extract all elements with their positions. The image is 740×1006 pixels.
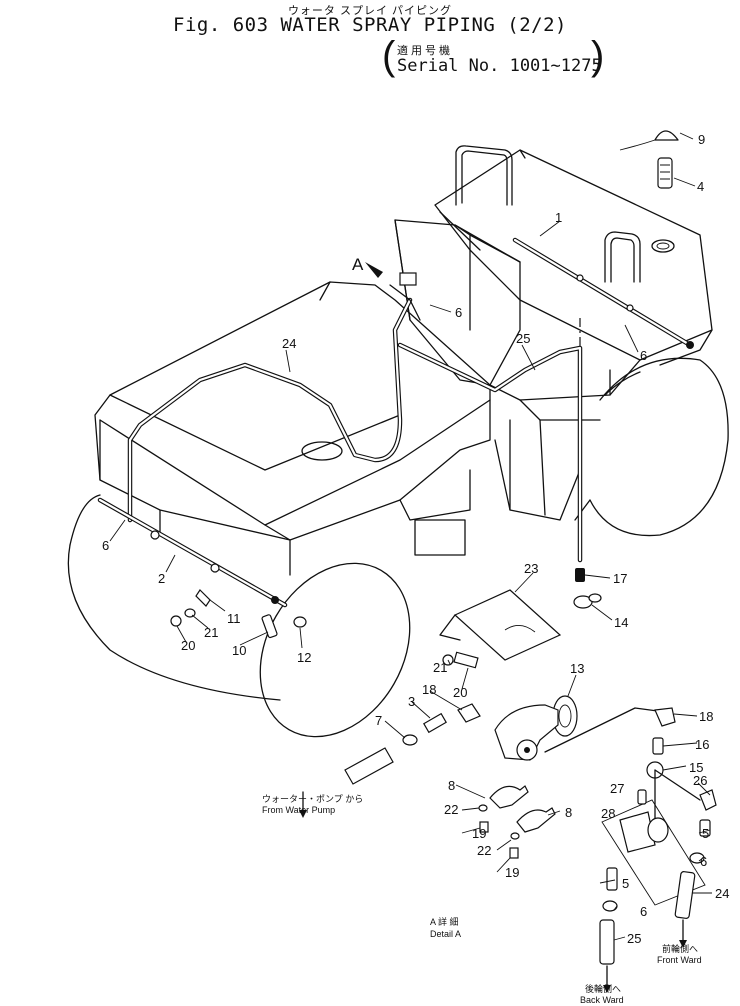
callout-19a: 19 [472, 826, 486, 841]
figure-title: Fig. 603 WATER SPRAY PIPING (2/2) [173, 14, 567, 36]
nozzle-clip-14 [573, 593, 602, 609]
spray-pipe-24 [127, 297, 413, 523]
back-ward-label: Back Ward [580, 995, 624, 1005]
bracket-23 [439, 589, 562, 661]
callout-8b: 8 [565, 805, 572, 820]
front-ward-label-japanese: 前輪側へ [662, 943, 698, 954]
serial-label-japanese: 適用号機 [397, 45, 453, 57]
tank-cap [619, 130, 679, 151]
center-console [394, 219, 611, 521]
callout-10: 10 [232, 643, 246, 658]
callout-6a: 6 [455, 305, 462, 320]
rear-roller [574, 357, 729, 537]
rear-handrails [455, 145, 641, 283]
front-roller [67, 494, 466, 738]
from-pump-label-japanese: ウォーター・ポンプ から [262, 794, 363, 804]
nozzle-17 [575, 568, 585, 582]
callout-15: 15 [689, 760, 703, 775]
flow-arrows [299, 791, 687, 993]
callout-6c: 6 [102, 538, 109, 553]
figure-title-japanese: ウォータ スプレイ パイピング [287, 5, 453, 17]
hose-from-pump [344, 747, 394, 785]
valve-13 [494, 695, 578, 761]
callout-23: 23 [524, 561, 538, 576]
callout-16: 16 [695, 737, 709, 752]
serial-range: Serial No. 1001∼1275 [397, 56, 602, 76]
detail-a-label: Detail A [430, 929, 461, 939]
spray-pipe-25 [397, 342, 583, 563]
callout-11: 11 [227, 611, 241, 626]
spray-pipe-2 [97, 497, 288, 608]
callout-19b: 19 [505, 865, 519, 880]
callout-5b: 5 [622, 876, 629, 891]
annotations: A ウォーター・ポンプ から From Water Pump A 詳 細 Det… [262, 255, 702, 1005]
callout-8a: 8 [448, 778, 455, 793]
back-ward-label-japanese: 後輪側へ [585, 983, 621, 994]
callout-26: 26 [693, 773, 707, 788]
front-tank [94, 281, 491, 576]
callout-20a: 20 [181, 638, 195, 653]
callout-13: 13 [570, 661, 584, 676]
callout-28: 28 [601, 806, 615, 821]
callout-22a: 22 [444, 802, 458, 817]
clamps-8 [478, 785, 556, 859]
callout-17: 17 [613, 571, 627, 586]
callout-2: 2 [158, 571, 165, 586]
callout-27: 27 [610, 781, 624, 796]
detail-a-label-japanese: A 詳 細 [430, 916, 459, 927]
fitting-3 [423, 712, 447, 734]
serial-bracket-right: ) [591, 34, 605, 78]
clamp-7 [402, 734, 418, 746]
callout-21a: 21 [204, 625, 218, 640]
detail-a-assembly [599, 707, 717, 965]
spray-pipe-1 [512, 237, 694, 349]
callout-14: 14 [614, 615, 628, 630]
callout-6e: 6 [640, 904, 647, 919]
callout-1: 1 [555, 210, 562, 225]
front-ward-label: Front Ward [657, 955, 702, 965]
callout-25a: 25 [516, 331, 530, 346]
callout-7: 7 [375, 713, 382, 728]
callout-22b: 22 [477, 843, 491, 858]
callout-3: 3 [408, 694, 415, 709]
callout-6b: 6 [640, 348, 647, 363]
callout-24b: 24 [715, 886, 729, 901]
callout-9: 9 [698, 132, 705, 147]
callout-20b: 20 [453, 685, 467, 700]
callout-24a: 24 [282, 336, 296, 351]
view-arrow-label: A [352, 255, 364, 274]
serial-bracket-left: ( [382, 34, 396, 78]
callout-12: 12 [297, 650, 311, 665]
callout-6d: 6 [700, 854, 707, 869]
callout-18a: 18 [422, 682, 436, 697]
from-pump-label: From Water Pump [262, 805, 335, 815]
valve-detail-a-location [365, 262, 421, 321]
callout-5a: 5 [702, 826, 709, 841]
callout-25b: 25 [627, 931, 641, 946]
callouts: 1 2 3 4 5 5 6 6 6 6 6 7 8 8 9 10 11 12 1… [102, 132, 729, 946]
leader-lines [109, 132, 712, 941]
callout-4: 4 [697, 179, 704, 194]
front-loose-parts [170, 589, 307, 639]
elbow-18-left [457, 703, 481, 723]
strainer [657, 157, 673, 189]
rear-tank [434, 149, 713, 396]
callout-21b: 21 [433, 660, 447, 675]
callout-18b: 18 [699, 709, 713, 724]
